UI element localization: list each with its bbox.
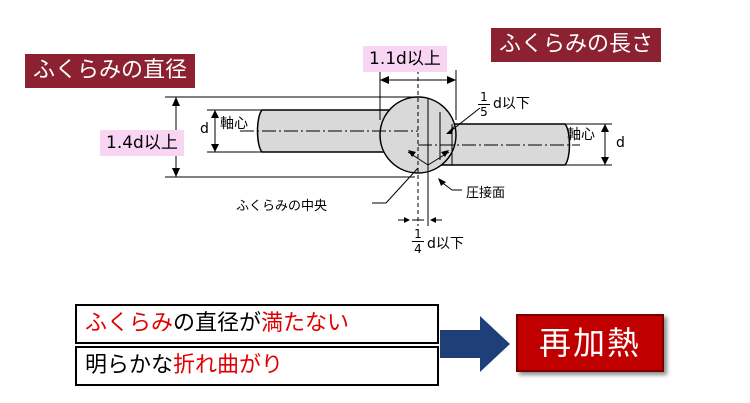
condition-insufficient-diameter: ふくらみの直径が満たない <box>75 304 439 344</box>
right-d-label: d <box>616 135 625 151</box>
reheat-action: 再加熱 <box>516 314 664 372</box>
length-rule-label: 1.1d以上 <box>363 46 447 72</box>
right-axis-label: 軸心 <box>567 127 595 143</box>
bulge-diameter-title: ふくらみの直径 <box>25 54 196 88</box>
bulge-center-label: ふくらみの中央 <box>236 199 328 214</box>
d-or-less-lower: d以下 <box>427 236 464 252</box>
weld-face-label: 圧接面 <box>466 186 506 201</box>
fraction-one-quarter: 1 4 <box>412 228 424 255</box>
fraction-one-fifth: 1 5 <box>478 91 490 118</box>
bulge-length-title: ふくらみの長さ <box>491 28 662 62</box>
result-arrow <box>440 316 510 372</box>
left-d-label: d <box>200 121 209 137</box>
condition-obvious-bend: 明らかな折れ曲がり <box>75 346 439 386</box>
left-axis-label: 軸心 <box>220 116 248 132</box>
d-or-less-upper: d以下 <box>493 96 530 112</box>
diameter-rule-label: 1.4d以上 <box>100 130 184 156</box>
